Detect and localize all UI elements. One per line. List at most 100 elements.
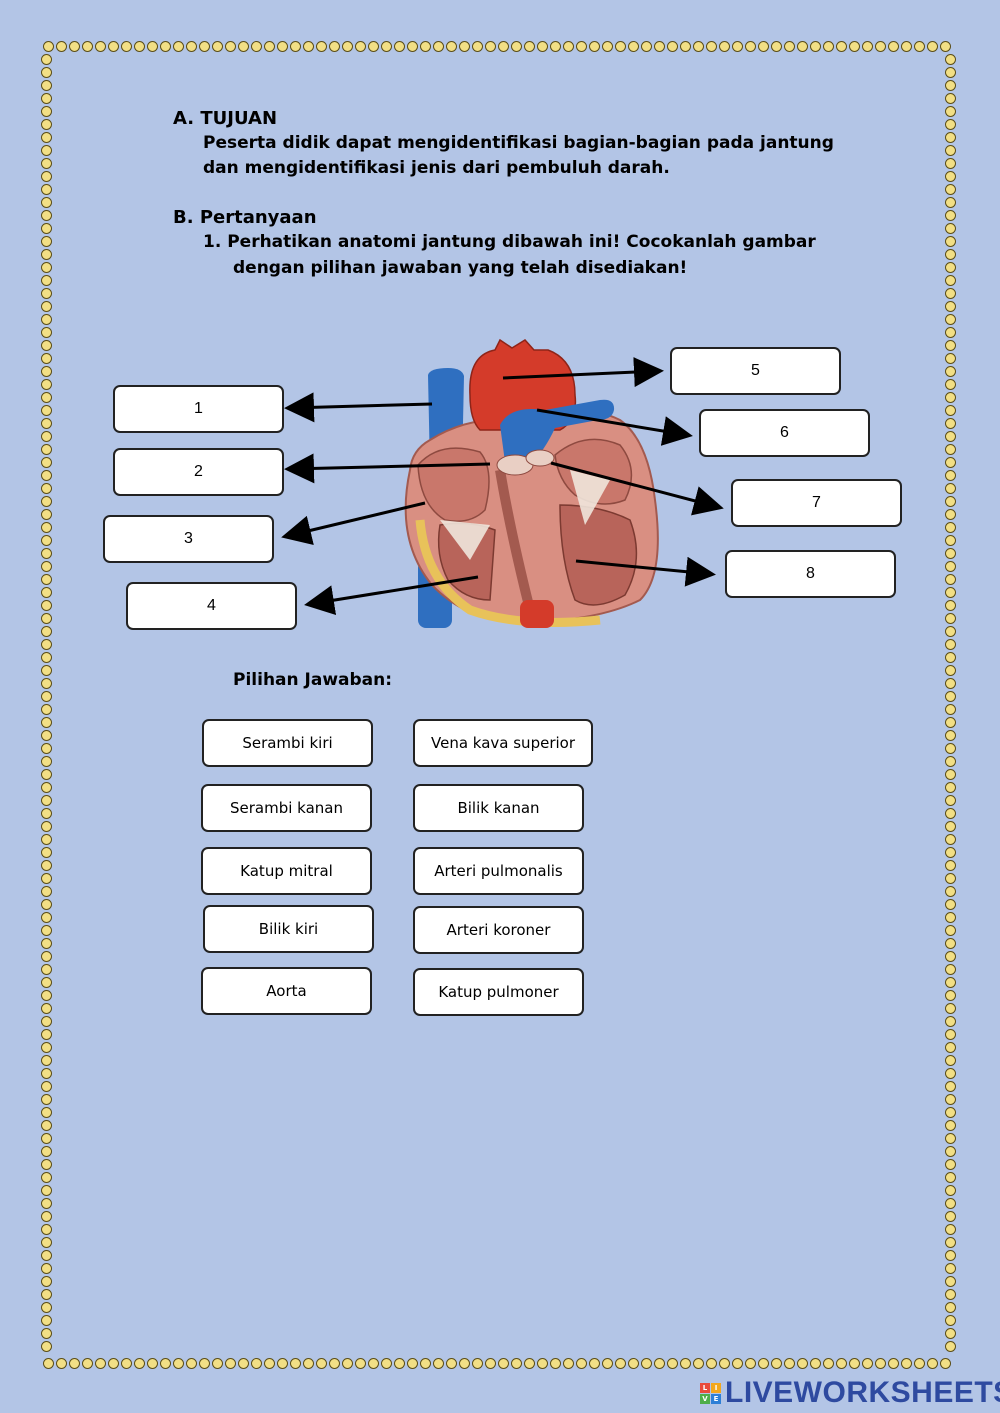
border-bead-icon — [41, 756, 52, 767]
border-bead-icon — [41, 1042, 52, 1053]
border-bead-icon — [945, 730, 956, 741]
border-bead-icon — [41, 340, 52, 351]
border-bead-icon — [290, 1358, 301, 1369]
border-bead-icon — [945, 574, 956, 585]
border-bead-icon — [41, 730, 52, 741]
drop-box-7[interactable]: 7 — [731, 479, 902, 527]
decorative-border-right — [945, 53, 956, 1353]
border-bead-icon — [41, 431, 52, 442]
border-bead-icon — [41, 743, 52, 754]
border-bead-icon — [41, 652, 52, 663]
border-bead-icon — [485, 41, 496, 52]
choice-serambi-kiri[interactable]: Serambi kiri — [202, 719, 373, 767]
drop-box-3[interactable]: 3 — [103, 515, 274, 563]
border-bead-icon — [745, 1358, 756, 1369]
border-bead-icon — [43, 41, 54, 52]
border-bead-icon — [41, 1029, 52, 1040]
border-bead-icon — [945, 535, 956, 546]
aorta-shape — [469, 338, 577, 431]
border-bead-icon — [225, 1358, 236, 1369]
border-bead-icon — [134, 1358, 145, 1369]
border-bead-icon — [41, 665, 52, 676]
border-bead-icon — [945, 925, 956, 936]
border-bead-icon — [589, 41, 600, 52]
border-bead-icon — [667, 1358, 678, 1369]
border-bead-icon — [810, 41, 821, 52]
border-bead-icon — [745, 41, 756, 52]
border-bead-icon — [394, 1358, 405, 1369]
border-bead-icon — [41, 353, 52, 364]
drop-box-6[interactable]: 6 — [699, 409, 870, 457]
border-bead-icon — [945, 834, 956, 845]
border-bead-icon — [41, 275, 52, 286]
choice-katup-pulmoner[interactable]: Katup pulmoner — [413, 968, 584, 1016]
border-bead-icon — [41, 1107, 52, 1118]
arrow-2 — [284, 453, 491, 484]
drop-box-4[interactable]: 4 — [126, 582, 297, 630]
border-bead-icon — [472, 41, 483, 52]
border-bead-icon — [95, 41, 106, 52]
border-bead-icon — [945, 1185, 956, 1196]
border-bead-icon — [945, 1224, 956, 1235]
border-bead-icon — [41, 288, 52, 299]
border-bead-icon — [56, 1358, 67, 1369]
border-bead-icon — [41, 938, 52, 949]
border-bead-icon — [945, 1328, 956, 1339]
border-bead-icon — [945, 470, 956, 481]
choice-aorta[interactable]: Aorta — [201, 967, 372, 1015]
border-bead-icon — [836, 41, 847, 52]
border-bead-icon — [41, 678, 52, 689]
border-bead-icon — [41, 145, 52, 156]
choice-arteri-pulmonalis[interactable]: Arteri pulmonalis — [413, 847, 584, 895]
pointer-arrows — [281, 357, 724, 616]
choice-arteri-koroner[interactable]: Arteri koroner — [413, 906, 584, 954]
border-bead-icon — [945, 886, 956, 897]
border-bead-icon — [381, 41, 392, 52]
border-bead-icon — [41, 977, 52, 988]
border-bead-icon — [41, 405, 52, 416]
border-bead-icon — [147, 1358, 158, 1369]
border-bead-icon — [945, 808, 956, 819]
border-bead-icon — [433, 41, 444, 52]
drop-box-5[interactable]: 5 — [670, 347, 841, 395]
choice-serambi-kanan[interactable]: Serambi kanan — [201, 784, 372, 832]
border-bead-icon — [945, 405, 956, 416]
border-bead-icon — [945, 54, 956, 65]
border-bead-icon — [459, 41, 470, 52]
border-bead-icon — [41, 1146, 52, 1157]
border-bead-icon — [41, 574, 52, 585]
border-bead-icon — [667, 41, 678, 52]
drop-box-2[interactable]: 2 — [113, 448, 284, 496]
border-bead-icon — [927, 41, 938, 52]
border-bead-icon — [524, 1358, 535, 1369]
heart-diagram — [281, 338, 724, 628]
border-bead-icon — [41, 951, 52, 962]
arrow-5 — [502, 357, 664, 388]
border-bead-icon — [407, 41, 418, 52]
border-bead-icon — [945, 652, 956, 663]
border-bead-icon — [41, 184, 52, 195]
border-bead-icon — [41, 535, 52, 546]
border-bead-icon — [41, 782, 52, 793]
drop-box-1[interactable]: 1 — [113, 385, 284, 433]
border-bead-icon — [945, 769, 956, 780]
choice-katup-mitral[interactable]: Katup mitral — [201, 847, 372, 895]
border-bead-icon — [41, 548, 52, 559]
border-bead-icon — [706, 41, 717, 52]
border-bead-icon — [693, 41, 704, 52]
choices-heading: Pilihan Jawaban: — [233, 670, 393, 690]
choice-bilik-kiri[interactable]: Bilik kiri — [203, 905, 374, 953]
choice-bilik-kanan[interactable]: Bilik kanan — [413, 784, 584, 832]
border-bead-icon — [945, 548, 956, 559]
drop-box-8[interactable]: 8 — [725, 550, 896, 598]
border-bead-icon — [41, 379, 52, 390]
border-bead-icon — [589, 1358, 600, 1369]
border-bead-icon — [945, 184, 956, 195]
border-bead-icon — [888, 1358, 899, 1369]
border-bead-icon — [41, 1315, 52, 1326]
border-bead-icon — [945, 1302, 956, 1313]
border-bead-icon — [41, 132, 52, 143]
choice-vena-kava-superior[interactable]: Vena kava superior — [413, 719, 593, 767]
border-bead-icon — [641, 41, 652, 52]
border-bead-icon — [41, 1120, 52, 1131]
